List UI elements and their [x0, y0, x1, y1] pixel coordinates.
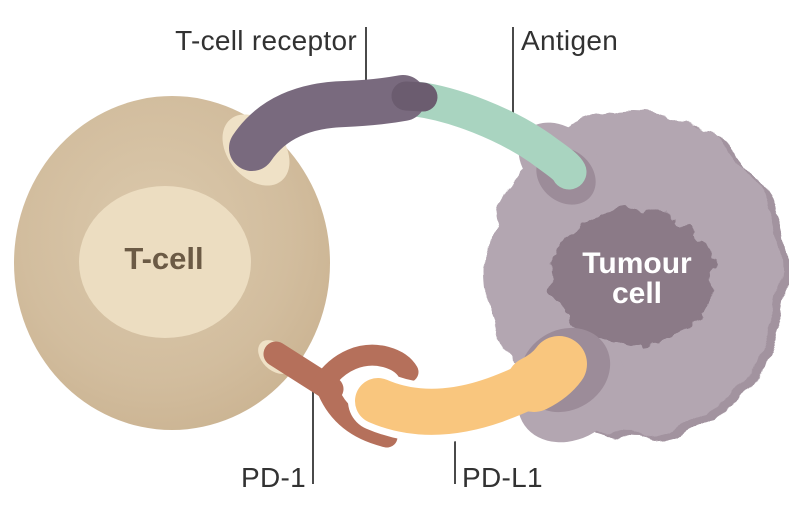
tcr-molecule [229, 75, 426, 171]
antigen-molecule [398, 81, 587, 190]
tcell-label: T-cell [124, 241, 203, 276]
pd1-label: PD-1 [241, 462, 306, 493]
pdl1-molecule-end [506, 336, 587, 412]
tumour-label-line2: cell [612, 277, 662, 310]
tcr-molecule-tip [391, 81, 438, 112]
tumour-label-line1: Tumour [582, 247, 692, 280]
antigen-label: Antigen [521, 25, 618, 56]
tcell-nucleus [79, 186, 251, 338]
pdl1-label: PD-L1 [462, 462, 543, 493]
pd1-upper-arm [311, 344, 419, 396]
pd1-lower-arm [317, 380, 398, 448]
tumour-nucleus [550, 207, 714, 347]
tcr-label: T-cell receptor [175, 25, 357, 56]
